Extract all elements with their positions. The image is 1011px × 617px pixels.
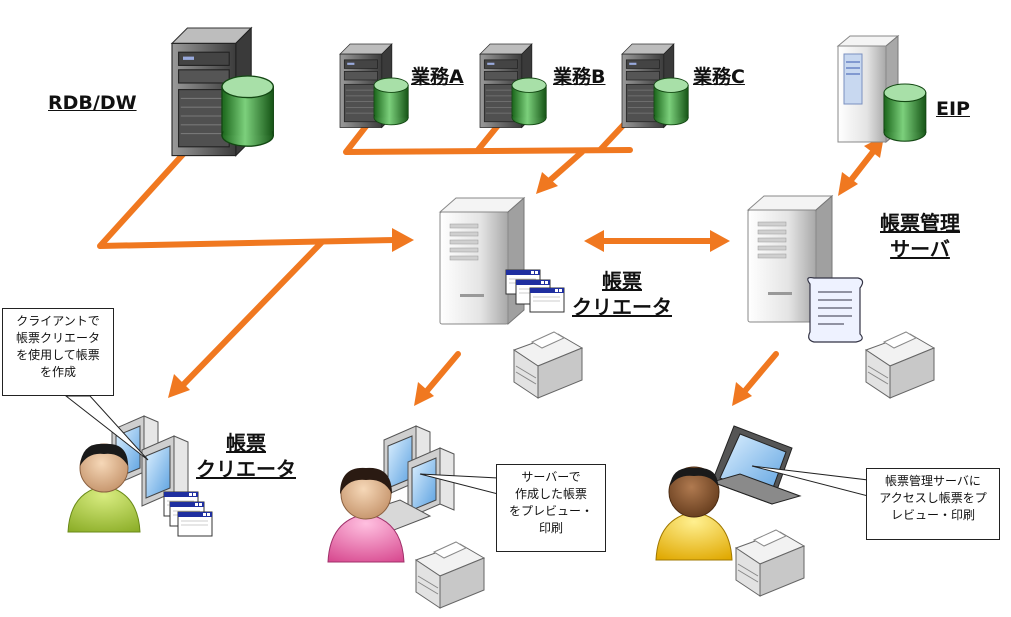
server-callout: サーバーで 作成した帳票 をプレビュー・ 印刷 bbox=[496, 464, 606, 552]
mgmt-server-label: 帳票管理 サーバ bbox=[866, 210, 974, 262]
arrow-mgmt-to-user3 bbox=[741, 351, 779, 395]
business-bus bbox=[343, 113, 633, 155]
server-callout-line: サーバーで bbox=[521, 470, 581, 484]
laptop-icon bbox=[710, 425, 802, 505]
business-a-label: 業務A bbox=[411, 66, 464, 88]
rdb-database-icon bbox=[221, 75, 274, 147]
mgmt-server-label-line2: サーバ bbox=[890, 237, 950, 261]
arrow-to-client bbox=[179, 239, 325, 389]
document-scroll-icon bbox=[807, 277, 864, 343]
eip-database-icon bbox=[883, 83, 927, 142]
creator-client-label-line2: クリエータ bbox=[196, 457, 296, 481]
server-callout-line: 作成した帳票 bbox=[514, 487, 587, 501]
mgmt-callout-line: レビュー・印刷 bbox=[890, 508, 975, 522]
mgmt-server-label-line1: 帳票管理 bbox=[880, 211, 960, 235]
user2-icon bbox=[327, 467, 405, 563]
mgmt-callout-line: 帳票管理サーバに bbox=[885, 474, 981, 488]
business-c-label: 業務C bbox=[693, 66, 745, 88]
client-callout: クライアントで 帳票クリエータ を使用して帳票 を作成 bbox=[2, 308, 114, 396]
client-user-icon bbox=[67, 443, 141, 533]
creator-client-label: 帳票 クリエータ bbox=[190, 430, 302, 482]
client-callout-line: クライアントで bbox=[16, 314, 100, 328]
user3-icon bbox=[655, 466, 733, 561]
user3-printer-icon bbox=[735, 529, 805, 597]
mgmt-printer-icon bbox=[865, 331, 935, 399]
creator-printer-icon bbox=[513, 331, 583, 399]
client-app-window-icon bbox=[163, 491, 213, 537]
business-c-database-icon bbox=[653, 77, 689, 126]
business-b-label: 業務B bbox=[553, 66, 606, 88]
mgmt-callout-line: アクセスし帳票をプ bbox=[879, 491, 987, 505]
user2-printer-icon bbox=[415, 541, 485, 609]
server-callout-line: をプレビュー・ bbox=[508, 504, 593, 518]
mgmt-callout: 帳票管理サーバに アクセスし帳票をプ レビュー・印刷 bbox=[866, 468, 1000, 540]
client-callout-line: 帳票クリエータ bbox=[15, 331, 100, 345]
creator-server-label: 帳票 クリエータ bbox=[566, 268, 678, 320]
arrow-mgmt-eip bbox=[845, 145, 879, 187]
creator-server-icon bbox=[439, 197, 525, 325]
arrow-rdb-to-creator bbox=[97, 148, 399, 249]
business-a-database-icon bbox=[373, 77, 409, 126]
creator-server-label-line2: クリエータ bbox=[572, 295, 672, 319]
creator-server-label-line1: 帳票 bbox=[602, 269, 642, 293]
server-callout-line: 印刷 bbox=[538, 521, 563, 535]
business-b-database-icon bbox=[511, 77, 547, 126]
eip-label: EIP bbox=[936, 98, 970, 120]
arrow-bus-to-creator bbox=[545, 149, 585, 185]
creator-client-label-line1: 帳票 bbox=[226, 431, 266, 455]
client-callout-line: を使用して帳票 bbox=[16, 348, 100, 362]
client-callout-line: を作成 bbox=[39, 365, 76, 379]
client-callout-pointer bbox=[64, 395, 149, 461]
arrow-creator-to-user2 bbox=[423, 351, 461, 395]
rdb-dw-label: RDB/DW bbox=[48, 92, 137, 114]
